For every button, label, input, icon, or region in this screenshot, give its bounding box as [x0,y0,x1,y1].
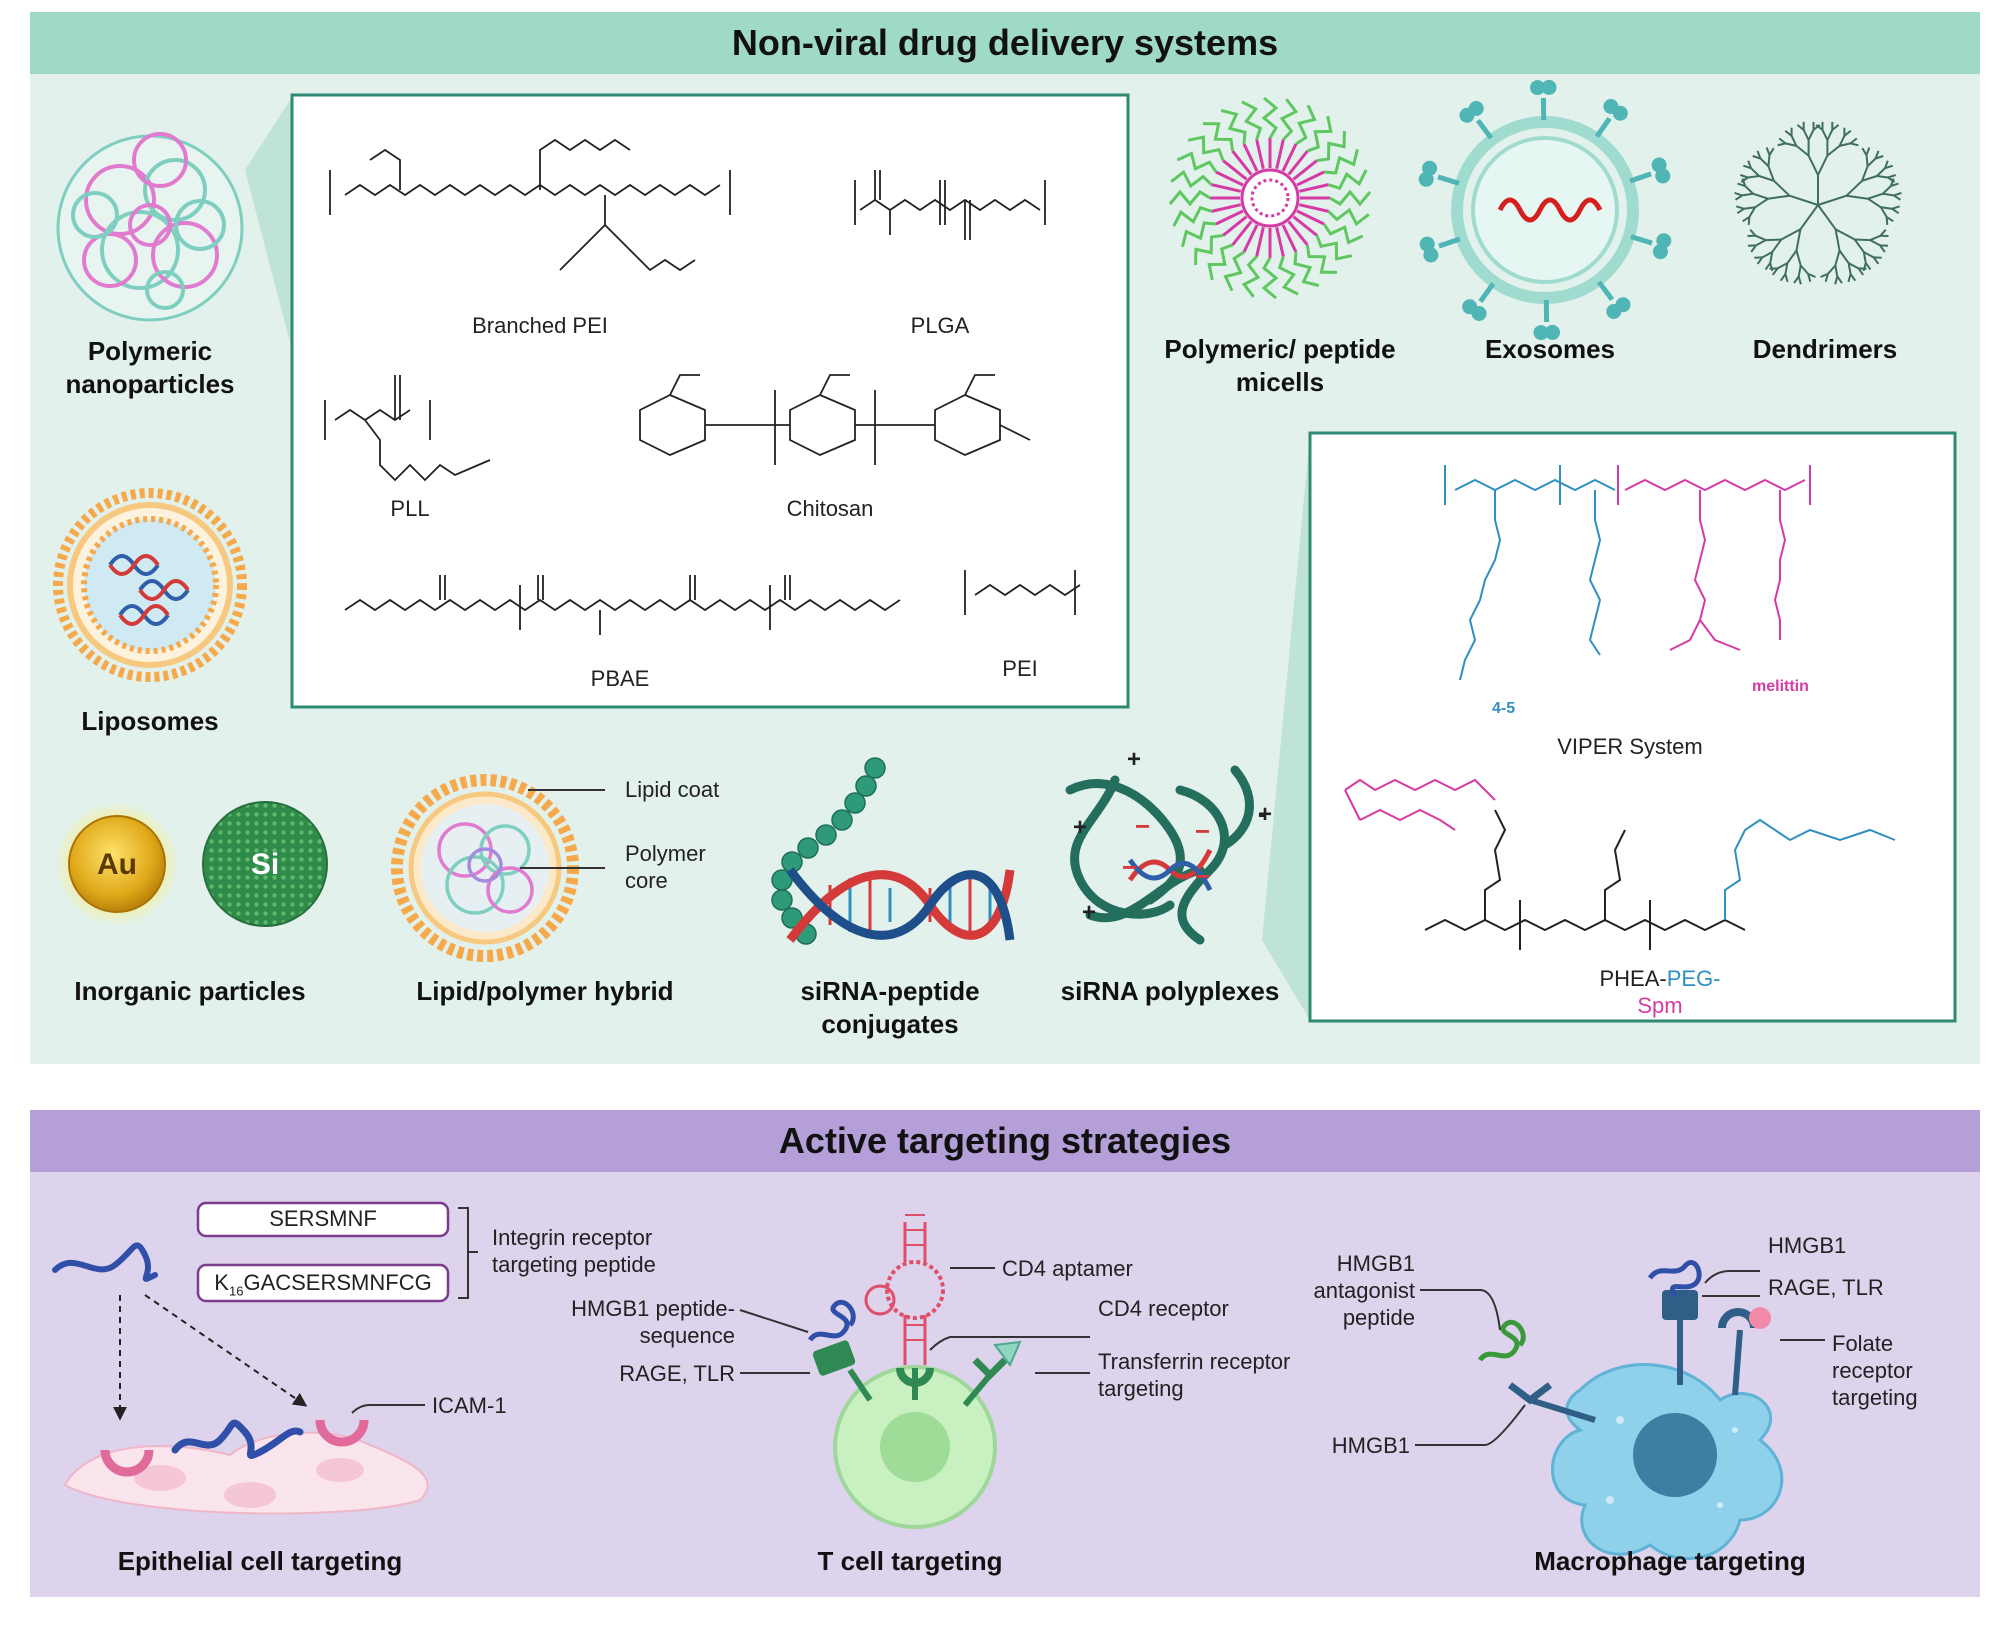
viper-structure-drawing [1344,465,1896,950]
label-micelles: Polymeric/ peptide micells [1164,334,1396,397]
svg-text:+: + [1073,814,1087,841]
cd4-receptor-label: CD4 receptor [1098,1296,1229,1321]
viper-system-label: VIPER System [1557,734,1703,759]
svg-text:−: − [1135,811,1150,841]
dendrimer-icon [1734,121,1902,285]
svg-text:-: - [1258,801,1266,828]
svg-text:+: + [1082,899,1096,926]
callout-wedge-viper [1262,435,1310,1020]
viper-box [1308,431,1957,1023]
phea-peg-spm-label: PHEA-PEG- Spm [1560,965,1760,1019]
svg-text:−: − [1122,852,1137,882]
micelle-icon [1168,96,1372,300]
au-label: Au [97,848,137,881]
transferrin-receptor-label: Transferrin receptor targeting [1098,1349,1291,1401]
bottom-header-bar [30,1110,1980,1172]
hmgb1-antagonist-peptide-label: HMGB1 antagonist peptide [1313,1251,1415,1330]
label-polymeric-nanoparticles: Polymeric nanoparticles [65,336,235,399]
polymeric-nanoparticle-icon [56,132,244,322]
label-sirna-polyplexes: siRNA polyplexes [1060,976,1280,1006]
label-epithelial-cell-targeting: Epithelial cell targeting [117,1546,403,1576]
icam-1-label: ICAM-1 [432,1393,507,1418]
epithelial-targeting-illustration [52,1201,478,1515]
hmgb1-peptide-sequence-label: HMGB1 peptide- sequence [571,1296,735,1348]
polymer-name-plga: PLGA [910,313,970,338]
tcell-rage-tlr-label: RAGE, TLR [619,1361,735,1386]
svg-text:+: + [1258,801,1272,828]
peg-text: PEG- [1666,966,1721,991]
svg-text:−: − [1195,861,1210,891]
sirna-peptide-conjugate-icon [771,757,1015,945]
macrophage-hmgb1-bottom-label: HMGB1 [1331,1433,1410,1458]
peptide2-prefix: K [214,1270,229,1295]
label-sirna-peptide-conjugates: siRNA-peptide conjugates [800,976,980,1039]
viper-repeat-label: 4-5 [1492,700,1516,717]
polymer-name-branched-pei: Branched PEI [472,313,608,338]
polymer-structure-drawings [324,138,1081,635]
polymer-core-label: Polymer core [625,841,706,893]
top-panel-title: Non-viral drug delivery systems [731,22,1279,63]
sirna-polyplex-icon: +++ +- −−−− [1065,746,1272,945]
callout-wedge-polymers [245,97,292,350]
liposome-icon [53,488,247,682]
top-header-bar [30,12,1980,74]
label-t-cell-targeting: T cell targeting [817,1546,1003,1576]
silica-particle-icon [202,801,328,927]
exosome-icon [1418,79,1672,341]
lipid-polymer-hybrid-icon [391,774,605,962]
cd4-aptamer-label: CD4 aptamer [1002,1256,1133,1281]
phea-text: PHEA- [1599,966,1667,991]
label-dendrimers: Dendrimers [1752,334,1898,364]
si-label: Si [250,848,280,881]
spm-text: Spm [1637,993,1683,1018]
svg-text:+: + [1127,746,1141,773]
melittin-label: melittin [1752,678,1809,695]
macrophage-rage-tlr-label: RAGE, TLR [1768,1275,1884,1300]
label-lipid-polymer-hybrid: Lipid/polymer hybrid [416,976,674,1006]
polymer-name-chitosan: Chitosan [786,496,874,521]
peptide-k16gacsersmnfcg: K16GACSERSMNFCG [198,1269,448,1304]
lipid-coat-label: Lipid coat [625,777,720,802]
polymer-structures-box [290,93,1130,709]
macrophage-targeting-illustration [1415,1260,1825,1561]
label-inorganic-particles: Inorganic particles [74,976,306,1006]
label-exosomes: Exosomes [1484,334,1616,364]
gold-particle-icon [68,815,166,913]
peptide-sersmnf: SERSMNF [269,1206,377,1231]
bottom-panel-title: Active targeting strategies [778,1120,1232,1161]
t-cell-targeting-illustration [739,1214,1090,1529]
macrophage-hmgb1-top-label: HMGB1 [1768,1233,1847,1258]
integrin-receptor-label: Integrin receptor targeting peptide [492,1225,656,1277]
polymer-name-pll: PLL [390,496,430,521]
folate-receptor-label: Folate receptor targeting [1832,1331,1918,1410]
svg-text:−: − [1195,816,1210,846]
polymer-name-pei: PEI [1002,656,1038,681]
peptide2-rest: GACSERSMNFCG [243,1270,432,1295]
label-macrophage-targeting: Macrophage targeting [1534,1546,1806,1576]
label-liposomes: Liposomes [81,706,219,736]
polymer-name-pbae: PBAE [590,666,650,691]
peptide2-subscript: 16 [228,1283,244,1299]
